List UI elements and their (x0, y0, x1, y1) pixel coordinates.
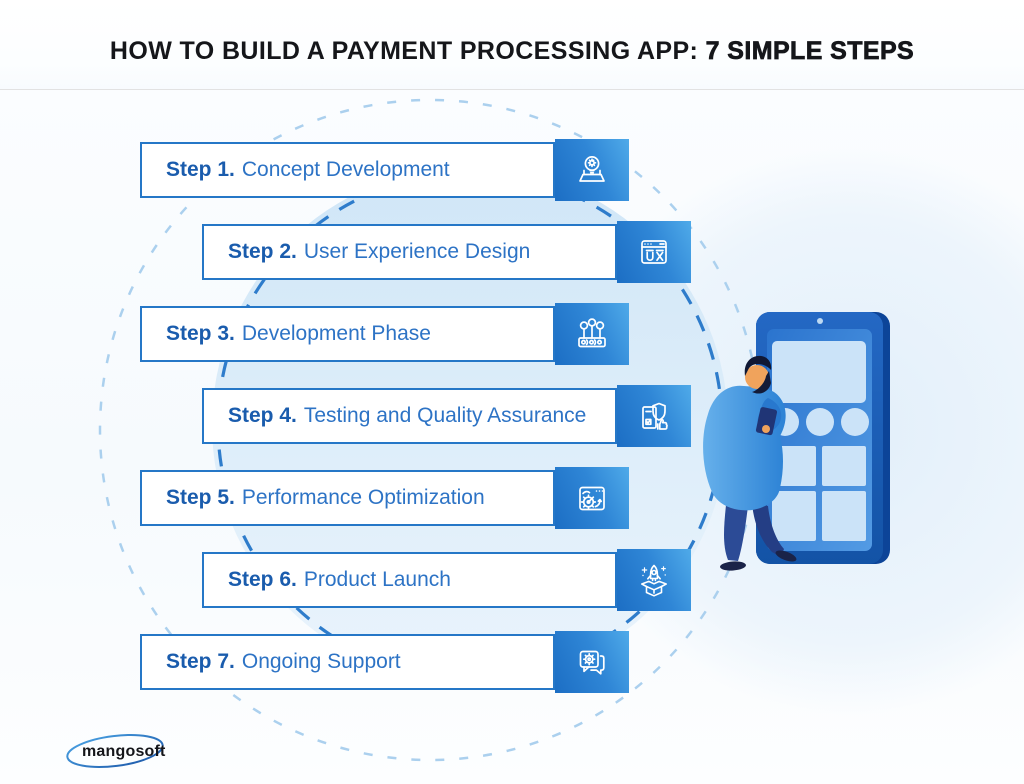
handheld-tablet (755, 407, 778, 436)
title-regular-part: HOW TO BUILD A PAYMENT PROCESSING APP: (109, 37, 699, 65)
phone-illustration (703, 312, 890, 571)
step-2-bar: Step 2. User Experience Design (202, 224, 617, 280)
page-title: HOW TO BUILD A PAYMENT PROCESSING APP: 7… (0, 37, 1024, 66)
step-5-icon-tile (555, 467, 629, 529)
step-row-1: Step 1. Concept Development (140, 139, 629, 201)
ux-browser-icon (641, 240, 667, 264)
step-7-label: Ongoing Support (241, 650, 401, 673)
step-3-label: Development Phase (241, 322, 431, 345)
step-7-bar: Step 7. Ongoing Support (140, 634, 555, 690)
logo-ellipse (66, 734, 164, 768)
step-5-bar: Step 5. Performance Optimization (140, 470, 555, 526)
step-4-label: Testing and Quality Assurance (303, 404, 587, 427)
step-3-icon-tile (555, 303, 629, 365)
title-bold-part: 7 SIMPLE STEPS (705, 37, 915, 66)
rocket-box-icon (641, 564, 667, 597)
man-with-tablet (703, 355, 797, 571)
step-1-icon-tile (555, 139, 629, 201)
gauge-gear-icon (579, 486, 605, 511)
phone-camera-dot (817, 318, 823, 324)
step-6-label: Product Launch (303, 568, 451, 591)
step-2-icon-tile (617, 221, 691, 283)
shield-thumbsup-icon (642, 402, 668, 430)
step-7-icon-tile (555, 631, 629, 693)
step-row-2: Step 2. User Experience Design (202, 221, 691, 283)
step-1-prefix: Step 1. (166, 158, 235, 181)
step-2-prefix: Step 2. (228, 240, 297, 263)
step-row-5: Step 5. Performance Optimization (140, 467, 629, 529)
idea-blueprint-icon (579, 156, 605, 182)
step-3-bar: Step 3. Development Phase (140, 306, 555, 362)
step-6-prefix: Step 6. (228, 568, 297, 591)
step-4-prefix: Step 4. (228, 404, 297, 427)
logo-text: mangosoft (82, 743, 166, 760)
step-7-prefix: Step 7. (166, 650, 235, 673)
step-2-label: User Experience Design (303, 240, 531, 263)
step-5-label: Performance Optimization (241, 486, 485, 509)
mangosoft-logo: mangosoft (60, 730, 200, 774)
step-1-label: Concept Development (241, 158, 450, 181)
step-4-bar: Step 4. Testing and Quality Assurance (202, 388, 617, 444)
step-3-prefix: Step 3. (166, 322, 235, 345)
sitemap-flow-icon (578, 318, 606, 348)
step-6-icon-tile (617, 549, 691, 611)
giant-phone (756, 312, 890, 564)
step-row-7: Step 7. Ongoing Support (140, 631, 629, 693)
step-6-bar: Step 6. Product Launch (202, 552, 617, 608)
step-4-icon-tile (617, 385, 691, 447)
phone-screen-widgets (771, 341, 869, 541)
header-band: HOW TO BUILD A PAYMENT PROCESSING APP: 7… (0, 0, 1024, 90)
step-5-prefix: Step 5. (166, 486, 235, 509)
step-row-3: Step 3. Development Phase (140, 303, 629, 365)
step-row-6: Step 6. Product Launch (202, 549, 691, 611)
chat-gear-icon (579, 650, 605, 675)
step-row-4: Step 4. Testing and Quality Assurance (202, 385, 691, 447)
step-1-bar: Step 1. Concept Development (140, 142, 555, 198)
